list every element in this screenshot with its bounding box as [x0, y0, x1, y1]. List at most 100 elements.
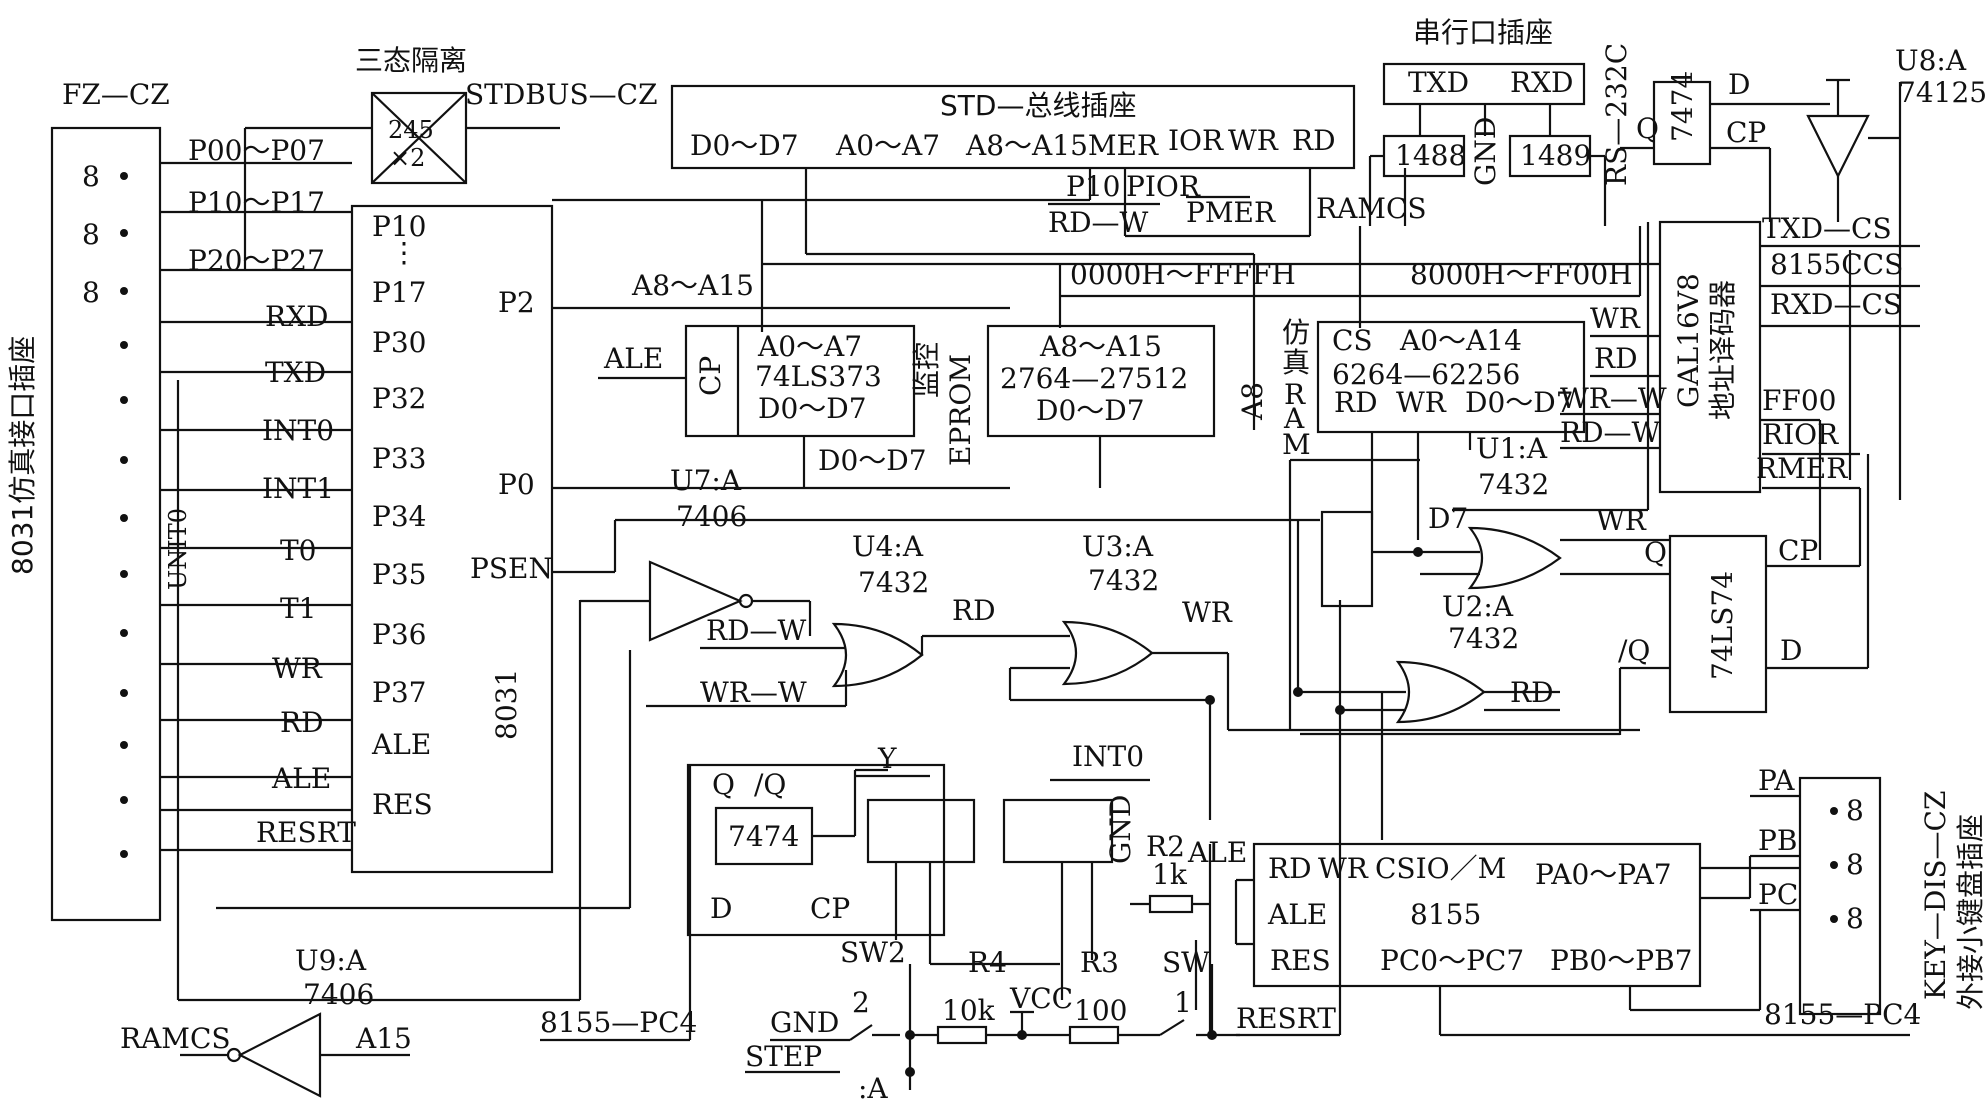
sw-pos-2: 2: [852, 986, 870, 1019]
mcu-pin-p35: P35: [372, 558, 426, 591]
latch-d0-d7: D0～D7: [758, 392, 867, 425]
label-p10-p17: P10～P17: [188, 186, 325, 219]
ff2-cp: CP: [810, 892, 850, 925]
ram-part: 6264—62256: [1332, 358, 1520, 391]
gnd-bottom: GND: [770, 1006, 839, 1039]
mcu-8031: P10 ⋮ P17 P30 P32 P33 P34 P35 P36 P37 AL…: [350, 204, 1320, 874]
serial-socket-title: 串行口插座: [1413, 16, 1553, 49]
gate-u1a-7432: U1:A 7432 D7 WR: [1320, 432, 1670, 608]
label-t1: T1: [280, 592, 317, 625]
chip-1488: 1488: [1395, 139, 1466, 172]
ramcs-top-label: RAMCS: [1316, 192, 1427, 225]
fz-cz-pin-1-count: 8: [82, 160, 100, 193]
connector-8031-caption: 8031仿真接口插座: [6, 336, 39, 575]
mcu-pin-p10: P10: [372, 210, 426, 243]
ls74-d: D: [1780, 634, 1802, 667]
resrt-bottom: RESRT: [1236, 1002, 1336, 1035]
gate-u7a-7406: U7:A 7406: [580, 464, 812, 642]
gal-rdw: RD—W: [1560, 416, 1661, 449]
bus-lines: A8～A15 0000H～FFFFH 8000H～FF00H: [552, 168, 1660, 430]
wr-u1-label: WR: [1596, 504, 1647, 537]
label-txd: TXD: [265, 356, 326, 389]
latch-cp: CP: [694, 356, 727, 396]
u7-label: U7:A: [670, 464, 742, 497]
label-p20-p27: P20～P27: [188, 244, 325, 277]
pc4-left: 8155—PC4: [540, 1006, 697, 1039]
gal-part: GAL16V8: [1672, 273, 1705, 408]
label-t0: T0: [280, 534, 317, 567]
ff2-d: D: [710, 892, 732, 925]
i8155-csio: CSIO／M: [1375, 852, 1506, 885]
buffer-x2-label: ×2: [390, 144, 425, 172]
left-signal-wires: P00～P07 P10～P17 P20～P27 RXD TXD INT0 INT…: [160, 126, 372, 852]
pin-dot: [120, 229, 128, 237]
ls74-cp: CP: [1778, 534, 1818, 567]
stdbus-cz-title: STDBUS—CZ: [465, 78, 658, 111]
u9-part: 7406: [303, 978, 374, 1011]
mcu-pin-p37: P37: [372, 676, 426, 709]
ram-rd: RD: [1334, 386, 1378, 419]
ls74-nq: /Q: [1618, 634, 1650, 667]
u7-part: 7406: [676, 500, 747, 533]
u8a-label: U8:A: [1895, 44, 1967, 77]
mcu-pin-dots: ⋮: [390, 236, 418, 269]
gal-wrw: WR—W: [1560, 382, 1667, 415]
range-0000-ffff: 0000H～FFFFH: [1070, 258, 1296, 291]
ale-r2-label: ALE: [1187, 836, 1247, 869]
gal-rmer: RMER: [1756, 452, 1848, 485]
label-int0: INT0: [262, 414, 334, 447]
flipflop-top-7474: 7474 Q D CP: [1620, 68, 1830, 222]
label-resrt: RESRT: [256, 816, 356, 849]
pin-dot: [120, 850, 128, 858]
ram-d0-d7: D0～D7: [1465, 386, 1574, 419]
latch-part: 74LS373: [755, 360, 882, 393]
latch-a0-a7: A0～A7: [757, 330, 862, 363]
u3-label: U3:A: [1082, 530, 1154, 563]
label-wr: WR: [272, 652, 323, 685]
u1-label: U1:A: [1476, 432, 1548, 465]
a15-label: A15: [355, 1022, 412, 1055]
ls74-q: Q: [1644, 536, 1667, 569]
std-rd: RD: [1292, 124, 1336, 157]
gal-desc: 地址译码器: [1706, 280, 1739, 420]
r4-label: R4: [968, 946, 1007, 979]
monitor-label: 监控: [910, 342, 943, 398]
mcu-pin-p34: P34: [372, 500, 426, 533]
u8-part-label: 74125: [1898, 76, 1987, 109]
sim-ram-char-3: R: [1284, 378, 1306, 411]
pin-dot: [120, 629, 128, 637]
ale-input-label: ALE: [603, 342, 663, 375]
p10-small: P10: [1066, 170, 1120, 203]
i8155-pc: PC0～PC7: [1380, 944, 1524, 977]
std-a0-a7: A0～A7: [835, 129, 940, 162]
sw2-block: Y SW2 R4: [840, 742, 1060, 979]
ff2-nq: /Q: [754, 768, 786, 801]
mcu-pin-p30: P30: [372, 326, 426, 359]
std-ior: IOR: [1168, 124, 1224, 157]
fz-cz-body: [50, 126, 162, 922]
pin-dot: [120, 796, 128, 804]
gal-rd: RD: [1594, 342, 1638, 375]
eprom-part: 2764—27512: [1000, 362, 1188, 395]
sim-ram-char-4: A: [1283, 402, 1305, 435]
fz-cz-pin-2-count: 8: [82, 218, 100, 251]
y-label: Y: [877, 742, 897, 775]
mcu-pin-p33: P33: [372, 442, 426, 475]
chip-1489: 1489: [1520, 139, 1591, 172]
pin-dot: [120, 172, 128, 180]
sim-ram-6264: 仿 真 R A M CS A0～A14 6264—62256 RD WR D0～…: [1282, 316, 1586, 730]
ff-top-7474: 7474: [1666, 71, 1699, 142]
eprom-a8-a15: A8～A15: [1039, 330, 1162, 363]
gal-8155cs: 8155CCS: [1770, 248, 1903, 281]
gnd-mid-label: GND: [1104, 795, 1137, 864]
pin-dot: [120, 741, 128, 749]
serial-port-socket: 串行口插座 TXD RXD 1488 1489 GND RS—232C: [1368, 16, 1633, 226]
sim-ram-char-2: 真: [1282, 346, 1310, 379]
res-100-label: 100: [1074, 994, 1127, 1027]
ls74-part: 74LS74: [1706, 571, 1739, 680]
pin-dot: [120, 456, 128, 464]
mcu-pin-ale: ALE: [371, 728, 431, 761]
gal-ff00: FF00: [1762, 384, 1836, 417]
pin-dot: [120, 341, 128, 349]
